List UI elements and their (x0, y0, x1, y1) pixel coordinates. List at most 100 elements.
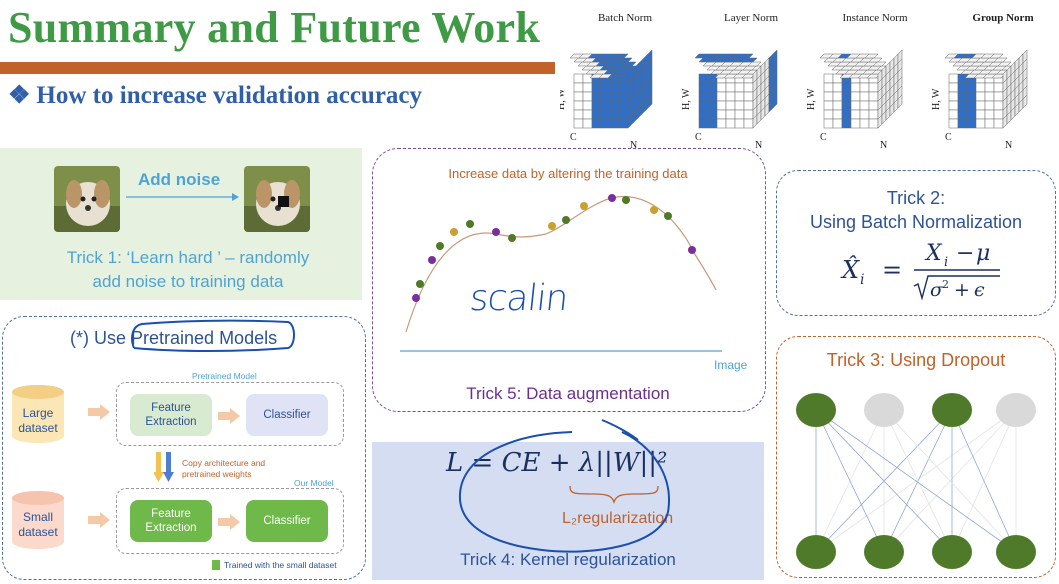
large-dataset-cylinder-icon (12, 385, 64, 443)
feature-extraction-pretrained: Feature Extraction (130, 394, 212, 436)
trick3-panel (776, 336, 1056, 578)
large-dataset-label: Large dataset (18, 406, 58, 435)
svg-text:X̂: X̂ (840, 256, 860, 284)
active-neuron (932, 393, 972, 427)
trick2-title-line1: Trick 2: (886, 188, 946, 208)
group-norm-cube: H, WCN (931, 49, 1028, 148)
trick1-caption: Trick 1: ‘Learn hard ’ – randomly add no… (28, 246, 348, 294)
network-edge (951, 409, 1017, 553)
small-dataset-cylinder-icon (12, 491, 64, 549)
pretrained-model-label: Pretrained Model (192, 371, 257, 381)
slide-title: Summary and Future Work (8, 3, 541, 52)
trick2-title-line2: Using Batch Normalization (809, 212, 1023, 232)
batch-norm-formula: X̂ i = X i − μ σ 2 + ϵ (840, 241, 1000, 301)
sample-point (428, 256, 436, 264)
trick5-top-text: Increase data by altering the training d… (448, 166, 688, 181)
arrow-right-icon (218, 514, 240, 530)
svg-text:−: − (956, 241, 974, 266)
input-neuron (796, 535, 836, 569)
network-edge (815, 409, 953, 553)
augmentation-curve-diagram (400, 194, 722, 352)
axis-n-label: N (755, 140, 762, 148)
sample-point (412, 294, 420, 302)
legend-green-square (212, 560, 220, 570)
batch-norm-cube: H, W C N (560, 49, 653, 148)
svg-text:ϵ: ϵ (974, 279, 985, 301)
title-underline-bar (0, 62, 555, 74)
network-edge (883, 409, 953, 553)
sample-point (580, 202, 588, 210)
sample-point (548, 222, 556, 230)
dropped-neuron (996, 393, 1036, 427)
network-edge (883, 409, 1017, 553)
trick5-panel (372, 148, 766, 412)
axis-n-label: N (630, 140, 637, 148)
our-model-label: Our Model (294, 478, 334, 488)
input-neuron (996, 535, 1036, 569)
sample-point (436, 242, 444, 250)
add-noise-arrow (126, 193, 239, 201)
slide-subtitle: ❖How to increase validation accuracy (8, 80, 422, 110)
pretrained-title-prefix: (*) Use (70, 328, 132, 348)
our-model-group (116, 488, 344, 554)
sample-point (562, 216, 570, 224)
svg-text:=: = (882, 256, 902, 284)
sample-point (650, 206, 658, 214)
copy-down-arrows-icon (154, 452, 174, 482)
instance-norm-label: Instance Norm (842, 12, 908, 24)
svg-text:2: 2 (942, 278, 949, 291)
copy-note-line1: Copy architecture and (182, 458, 266, 468)
input-neuron (864, 535, 904, 569)
instance-norm-cube: H, WCN (806, 49, 903, 148)
sample-point (608, 194, 616, 202)
trained-note: Trained with the small dataset (224, 560, 337, 570)
trick5-caption: Trick 5: Data augmentation (466, 384, 670, 403)
pretrained-title: (*) Use Pretrained Models (70, 328, 277, 349)
network-edge (815, 409, 1017, 553)
trick1-caption-line2: add noise to training data (92, 272, 284, 291)
diamond-bullet-icon: ❖ (8, 82, 31, 109)
dropout-network-diagram (796, 393, 1036, 569)
axis-c-label: C (945, 132, 952, 143)
axis-hw-label: H, W (806, 88, 817, 110)
axis-hw-label: H, W (681, 88, 692, 110)
sample-point (688, 246, 696, 254)
pretrained-model-group (116, 382, 344, 446)
svg-text:i: i (944, 255, 948, 270)
small-dataset-label: Small dataset (18, 510, 58, 539)
axis-hw-label: H, W (560, 88, 567, 110)
sample-point (622, 196, 630, 204)
classifier-ours: Classifier (246, 500, 328, 542)
sample-point (416, 280, 424, 288)
svg-text:+: + (954, 279, 970, 301)
l2-regularization-label: L₂regularization (562, 510, 674, 527)
trick2-panel (776, 170, 1056, 316)
dropped-neuron (864, 393, 904, 427)
l2-loss-formula: L = CE + λ||W||² (446, 448, 668, 478)
trick4-panel (372, 442, 764, 580)
underbrace-icon (569, 485, 659, 504)
pretrained-models-panel (2, 316, 366, 580)
sample-point (508, 234, 516, 242)
axis-hw-label: H, W (931, 88, 942, 110)
dog-image-noisy (244, 166, 310, 232)
sample-point (492, 228, 500, 236)
svg-text:σ: σ (930, 279, 944, 301)
batch-norm-label: Batch Norm (597, 12, 653, 24)
trick1-caption-line1: Trick 1: ‘Learn hard ’ – randomly (66, 248, 310, 267)
trick3-title: Trick 3: Using Dropout (826, 350, 1006, 370)
svg-text:μ: μ (976, 241, 990, 266)
axis-c-label: C (570, 132, 577, 143)
sample-point (664, 212, 672, 220)
axis-n-label: N (880, 140, 887, 148)
dog-image-original (54, 166, 120, 232)
group-norm-label: Group Norm (972, 12, 1034, 24)
arrow-right-icon (88, 404, 110, 420)
add-noise-label: Add noise (138, 170, 221, 189)
feature-extraction-ours: Feature Extraction (130, 500, 212, 542)
pretrained-title-highlight: Pretrained Models (131, 328, 278, 348)
copy-note-line2: pretrained weights (182, 469, 252, 479)
subtitle-text: How to increase validation accuracy (36, 82, 423, 109)
handwritten-ellipse-annotation (458, 419, 670, 553)
